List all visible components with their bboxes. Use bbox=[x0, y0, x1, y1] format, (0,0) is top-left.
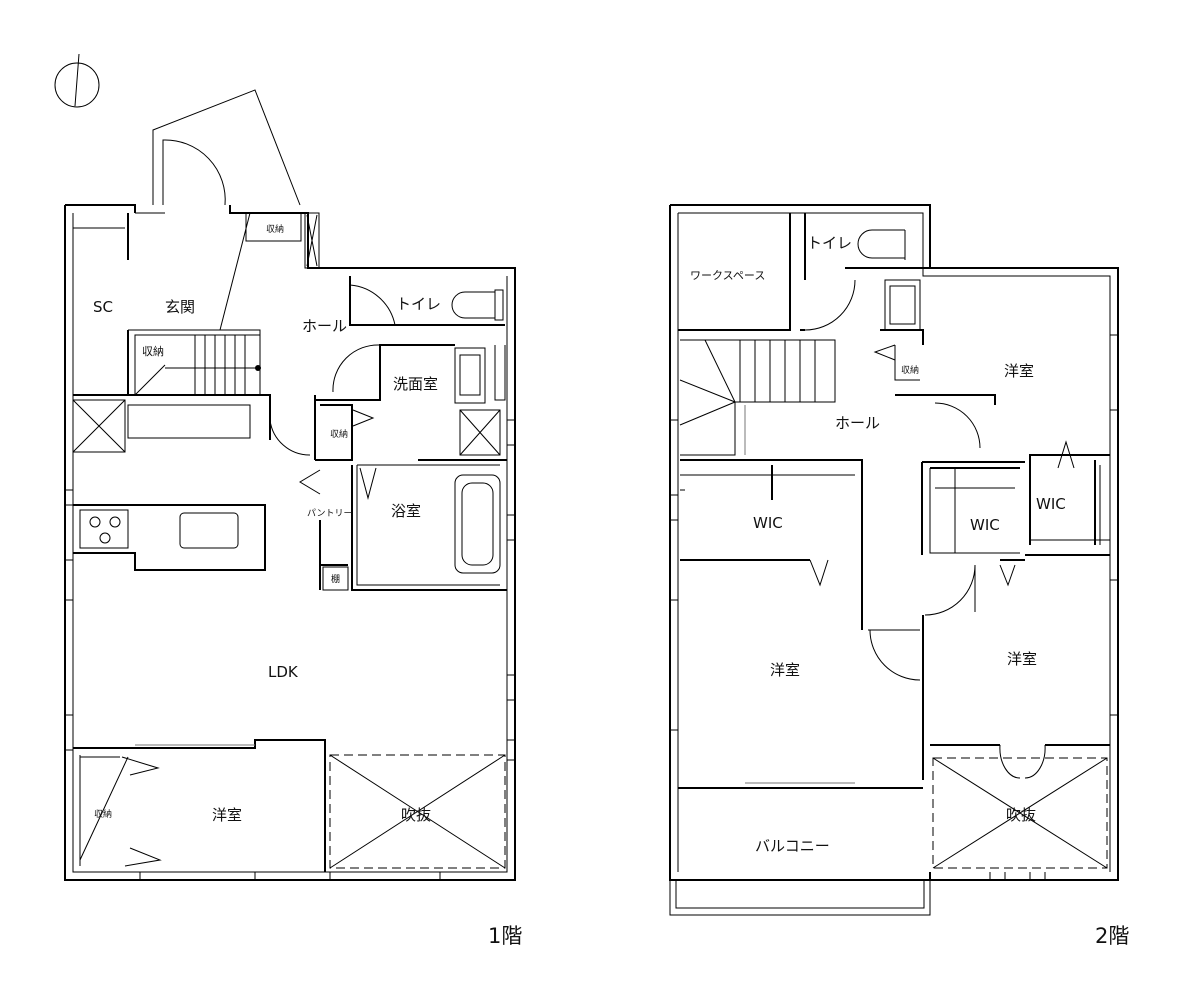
stairs-icon bbox=[134, 334, 261, 396]
storage-2f-label: 収納 bbox=[901, 364, 919, 376]
storage-wash-label: 収納 bbox=[330, 428, 348, 440]
room-label-ldk: LDK bbox=[268, 663, 299, 681]
room-label-washroom: 洗面室 bbox=[393, 375, 438, 393]
pantry-label: パントリー bbox=[307, 508, 352, 519]
room-label-balcony: バルコニー bbox=[755, 837, 830, 855]
floor-label-2f: 2階 bbox=[1095, 924, 1129, 948]
north-arrow-icon bbox=[54, 53, 100, 108]
room-label-toilet-1f: トイレ bbox=[396, 295, 441, 313]
room-label-wic-center: WIC bbox=[970, 516, 1000, 534]
storage-stairs-label: 収納 bbox=[142, 345, 164, 358]
room-label-workspace: ワークスペース bbox=[690, 269, 765, 282]
room-label-sc: SC bbox=[93, 298, 113, 316]
room-label-void-1f: 吹抜 bbox=[401, 806, 431, 824]
room-label-wic-left: WIC bbox=[753, 514, 783, 532]
room-label-hall-1f: ホール bbox=[302, 317, 347, 335]
shelf-label: 棚 bbox=[331, 573, 340, 585]
room-label-western-ne: 洋室 bbox=[1004, 362, 1034, 380]
stairs-2f-icon bbox=[679, 339, 836, 456]
floor1-plan bbox=[64, 89, 516, 881]
floor2-plan bbox=[669, 204, 1119, 916]
room-label-western-1f: 洋室 bbox=[212, 806, 242, 824]
room-label-wic-right: WIC bbox=[1036, 495, 1066, 513]
room-label-toilet-2f: トイレ bbox=[807, 234, 852, 252]
room-label-hall-2f: ホール bbox=[835, 414, 880, 432]
room-label-western-se: 洋室 bbox=[1007, 650, 1037, 668]
floor-label-1f: 1階 bbox=[488, 924, 522, 948]
room-label-western-sw: 洋室 bbox=[770, 661, 800, 679]
room-label-void-2f: 吹抜 bbox=[1006, 806, 1036, 824]
room-label-bath: 浴室 bbox=[391, 502, 421, 520]
storage-western-label: 収納 bbox=[94, 808, 112, 820]
room-label-genkan: 玄関 bbox=[165, 298, 195, 316]
storage-entry-label: 収納 bbox=[266, 223, 284, 235]
